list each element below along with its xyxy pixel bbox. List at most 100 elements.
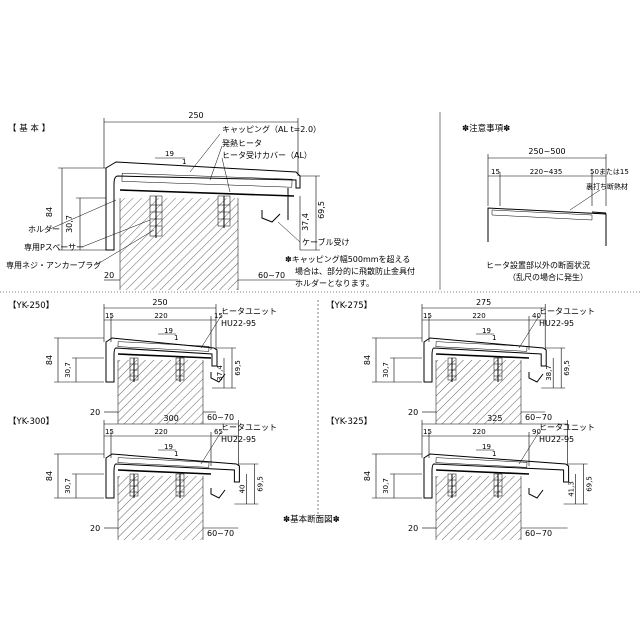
variant-dim-left: 15 — [423, 312, 432, 320]
variant-dim-hr2: 69,5 — [256, 476, 264, 492]
variant-dim-total: 300 — [164, 414, 179, 423]
callout-heater: 発熱ヒータ — [222, 138, 262, 148]
variant-dim-hr1: 41,3 — [568, 481, 576, 497]
variant-heater-unit — [117, 457, 210, 468]
note-caption-2: （乱尺の場合に発生） — [508, 272, 588, 282]
variant-unit-label: ヒータユニット — [221, 307, 277, 316]
note-label-back: 裏打ち断熱材 — [586, 182, 628, 191]
variant-dim-total: 250 — [152, 298, 167, 307]
variant-slope-1: 1 — [492, 334, 496, 342]
variant-wall — [118, 360, 203, 424]
note-section: ✽注意事項✽ 250~500 15 220~435 50または15 裏打ち断熱材… — [462, 123, 629, 282]
variant-dim-84: 84 — [363, 355, 372, 365]
variant-dim-left: 15 — [105, 428, 114, 436]
variant-anchor-1 — [447, 473, 457, 498]
variant-label: 【YK-275】 — [326, 301, 372, 311]
main-dim-6070: 60~70 — [258, 271, 285, 280]
note-capping — [487, 207, 607, 246]
variant-slope-1: 1 — [174, 334, 178, 342]
variant-cable-holder — [528, 488, 544, 499]
variant-slope-1: 1 — [174, 450, 178, 458]
main-caption: ✽基本断面図✽ — [283, 514, 340, 525]
variant-slope-19: 19 — [164, 443, 173, 451]
variant-dim-20: 20 — [90, 408, 100, 417]
variant-dim-84: 84 — [45, 471, 54, 481]
variant-slope-1: 1 — [492, 450, 496, 458]
note-insulation — [491, 209, 593, 221]
main-label: 【 基 本 】 — [8, 123, 50, 134]
variant-dim-hr1: 37,4 — [216, 365, 224, 381]
variant-anchor-1 — [129, 473, 139, 498]
variant-dim-hr2: 69,5 — [586, 476, 594, 492]
variant-label: 【YK-250】 — [8, 301, 54, 311]
callout-heater-cover: ヒータ受けカバー（AL） — [222, 150, 312, 160]
variant-dim-20: 20 — [90, 524, 100, 533]
variant-anchor-2 — [493, 473, 503, 498]
callout-note-2: 場合は、部分的に飛散防止金具付 — [295, 266, 415, 276]
variant-dim-total: 325 — [487, 414, 502, 423]
variant-cable-holder — [528, 372, 544, 383]
variant-dim-84: 84 — [363, 471, 372, 481]
variant-dim-20: 20 — [408, 408, 418, 417]
main-heater — [121, 173, 293, 188]
main-heater-cover — [119, 189, 295, 197]
variant-cable-holder — [210, 488, 226, 499]
main-capping — [105, 161, 301, 251]
variant-capping — [105, 337, 218, 383]
variant-dim-total: 275 — [476, 298, 491, 307]
variant-capping — [423, 337, 547, 383]
note-dim-mid: 220~435 — [530, 168, 563, 176]
variant-dim-hr1: 38,7 — [545, 365, 553, 381]
variant-dim-hr1: 40 — [238, 485, 246, 494]
variant-unit-model: HU22-95 — [221, 319, 256, 328]
variant-slope-19: 19 — [164, 327, 173, 335]
main-cable-holder — [261, 210, 281, 223]
variant-heater-unit — [117, 341, 210, 352]
variant-dim-right: 65 — [214, 428, 223, 436]
variant-wall — [118, 476, 203, 540]
main-wall — [120, 198, 238, 290]
variant-anchor-1 — [129, 357, 139, 382]
variant-wall — [436, 476, 521, 540]
variant-anchor-2 — [175, 357, 185, 382]
main-dim-374: 37,4 — [301, 213, 310, 231]
variant-unit-model: HU22-95 — [539, 319, 574, 328]
main-dim-695: 69,5 — [317, 201, 326, 219]
note-dim-top: 250~500 — [528, 147, 565, 156]
note-dim-15: 15 — [491, 168, 500, 176]
variant-cable-holder — [210, 372, 226, 383]
variant-dim-307: 30,7 — [382, 362, 390, 378]
callout-anchor: 専用ネジ・アンカープラグ — [6, 260, 101, 270]
variant-label: 【YK-300】 — [8, 417, 54, 427]
variant-heater-unit — [435, 341, 528, 352]
variant-dim-6070: 60~70 — [525, 413, 552, 422]
main-section: 【 基 本 】 250 19 1 — [6, 111, 415, 290]
main-width-dim: 250 — [188, 111, 203, 120]
variant-wall — [436, 360, 521, 424]
variant-dim-6070: 60~70 — [207, 413, 234, 422]
variant-dim-right: 90 — [532, 428, 541, 436]
callout-spacer: 専用Pスペーサー — [24, 242, 84, 252]
variant-slope-19: 19 — [482, 443, 491, 451]
variant-dim-mid: 220 — [472, 312, 485, 320]
variant-dim-hr2: 69,5 — [563, 360, 571, 376]
variant-dim-mid: 220 — [154, 428, 167, 436]
variant-unit-model: HU22-95 — [221, 435, 256, 444]
variant-unit-label: ヒータユニット — [539, 423, 595, 432]
callout-cable: ケーブル受け — [302, 237, 350, 247]
variant-unit-label: ヒータユニット — [221, 423, 277, 432]
variant-dim-84: 84 — [45, 355, 54, 365]
note-title: ✽注意事項✽ — [462, 123, 510, 134]
variant-dim-6070: 60~70 — [525, 529, 552, 538]
main-dim-307: 30,7 — [65, 215, 74, 233]
main-anchor-left — [149, 195, 163, 238]
variant-slope-19: 19 — [482, 327, 491, 335]
note-dim-right: 50または15 — [590, 168, 629, 176]
main-dim-84: 84 — [45, 207, 54, 217]
